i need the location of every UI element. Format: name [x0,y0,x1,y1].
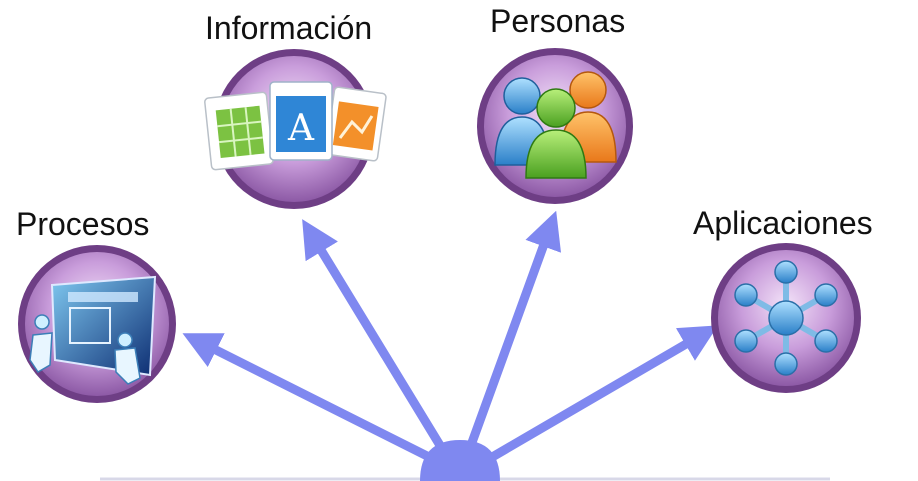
label-procesos: Procesos [16,206,150,242]
node-procesos[interactable] [18,245,176,403]
network-hub-icon [734,260,838,376]
presentation-people-icon [29,275,157,385]
arrows [182,210,719,475]
label-personas: Personas [490,3,626,39]
label-aplicaciones: Aplicaciones [693,205,873,241]
arrow-to-aplicaciones [465,325,719,475]
people-group-icon [494,71,617,179]
arrow-to-informacion [302,219,460,475]
node-aplicaciones[interactable] [711,243,861,393]
node-informacion[interactable]: A [204,49,387,209]
documents-icon: A [204,81,387,171]
arrow-to-procesos [182,333,460,475]
node-personas[interactable] [477,48,633,204]
label-informacion: Información [205,10,373,46]
arrow-to-personas [457,210,562,475]
svg-text:A: A [287,108,315,149]
origin-hub [420,440,500,481]
